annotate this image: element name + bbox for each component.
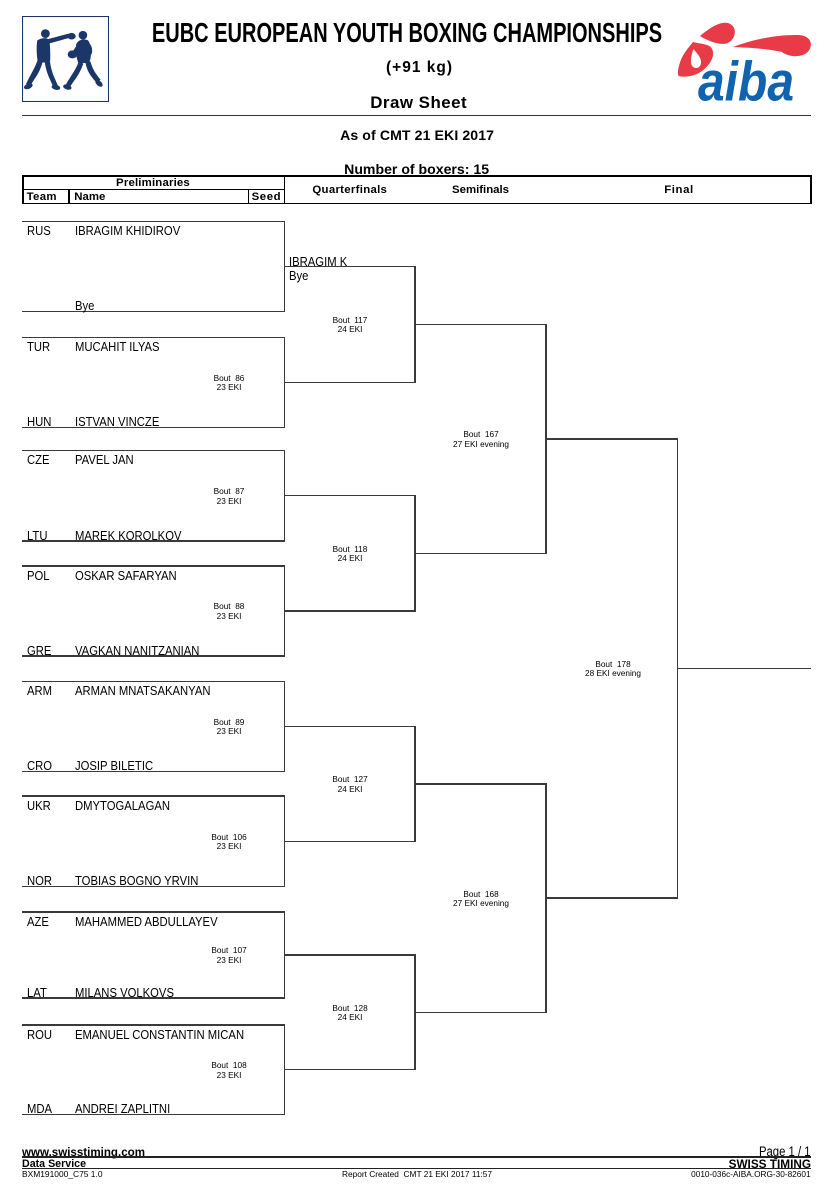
svg-text:aiba: aiba (698, 50, 794, 108)
